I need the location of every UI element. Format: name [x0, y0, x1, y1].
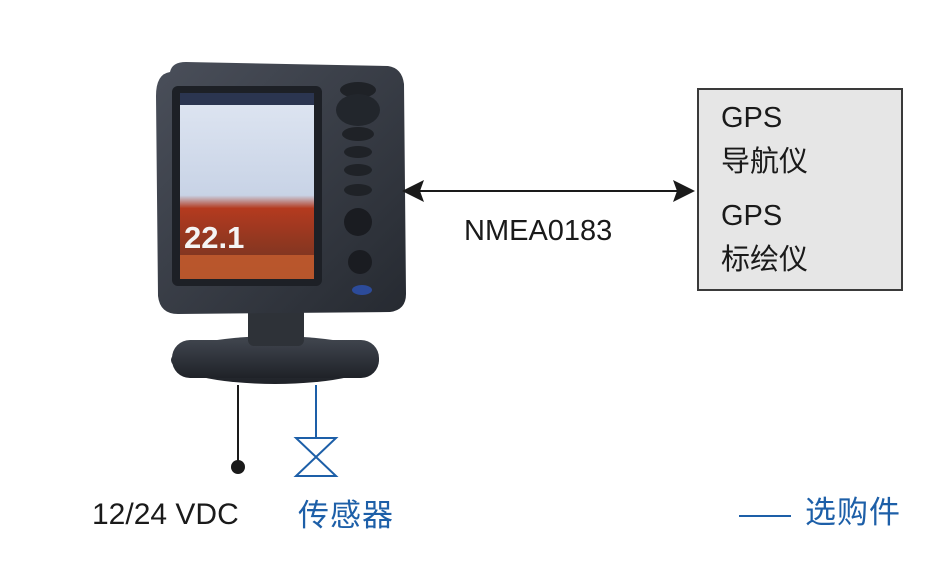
- device-button: [344, 164, 372, 176]
- gps-navigator-label: 导航仪: [721, 146, 809, 178]
- device-knob: [344, 208, 372, 236]
- device-stand-plate: [172, 340, 379, 378]
- legend-optional-line: [739, 515, 791, 517]
- device-dial: [336, 94, 380, 126]
- power-terminal-dot: [231, 460, 245, 474]
- gps-navigator-title: GPS: [721, 102, 783, 134]
- sensor-label: 传感器: [298, 498, 394, 533]
- power-supply-label: 12/24 VDC: [92, 498, 239, 531]
- fish-finder-device: [156, 62, 406, 384]
- legend-optional-label: 选购件: [805, 495, 901, 530]
- device-button-power: [340, 82, 376, 98]
- gps-plotter-title: GPS: [721, 200, 783, 232]
- device-logo: [352, 285, 372, 295]
- nmea-protocol-label: NMEA0183: [464, 215, 613, 247]
- arrow-right-head: [673, 180, 695, 202]
- device-knob-2: [348, 250, 372, 274]
- device-button: [342, 127, 374, 141]
- gps-equipment-box: GPS 导航仪 GPS 标绘仪: [697, 88, 903, 291]
- device-screen: [180, 93, 314, 279]
- device-button: [344, 146, 372, 158]
- device-screen-depth-reading: 22.1: [184, 220, 245, 255]
- device-button: [344, 184, 372, 196]
- gps-plotter-label: 标绘仪: [721, 244, 809, 276]
- arrow-left-head: [402, 180, 424, 202]
- transducer-symbol: [293, 437, 339, 477]
